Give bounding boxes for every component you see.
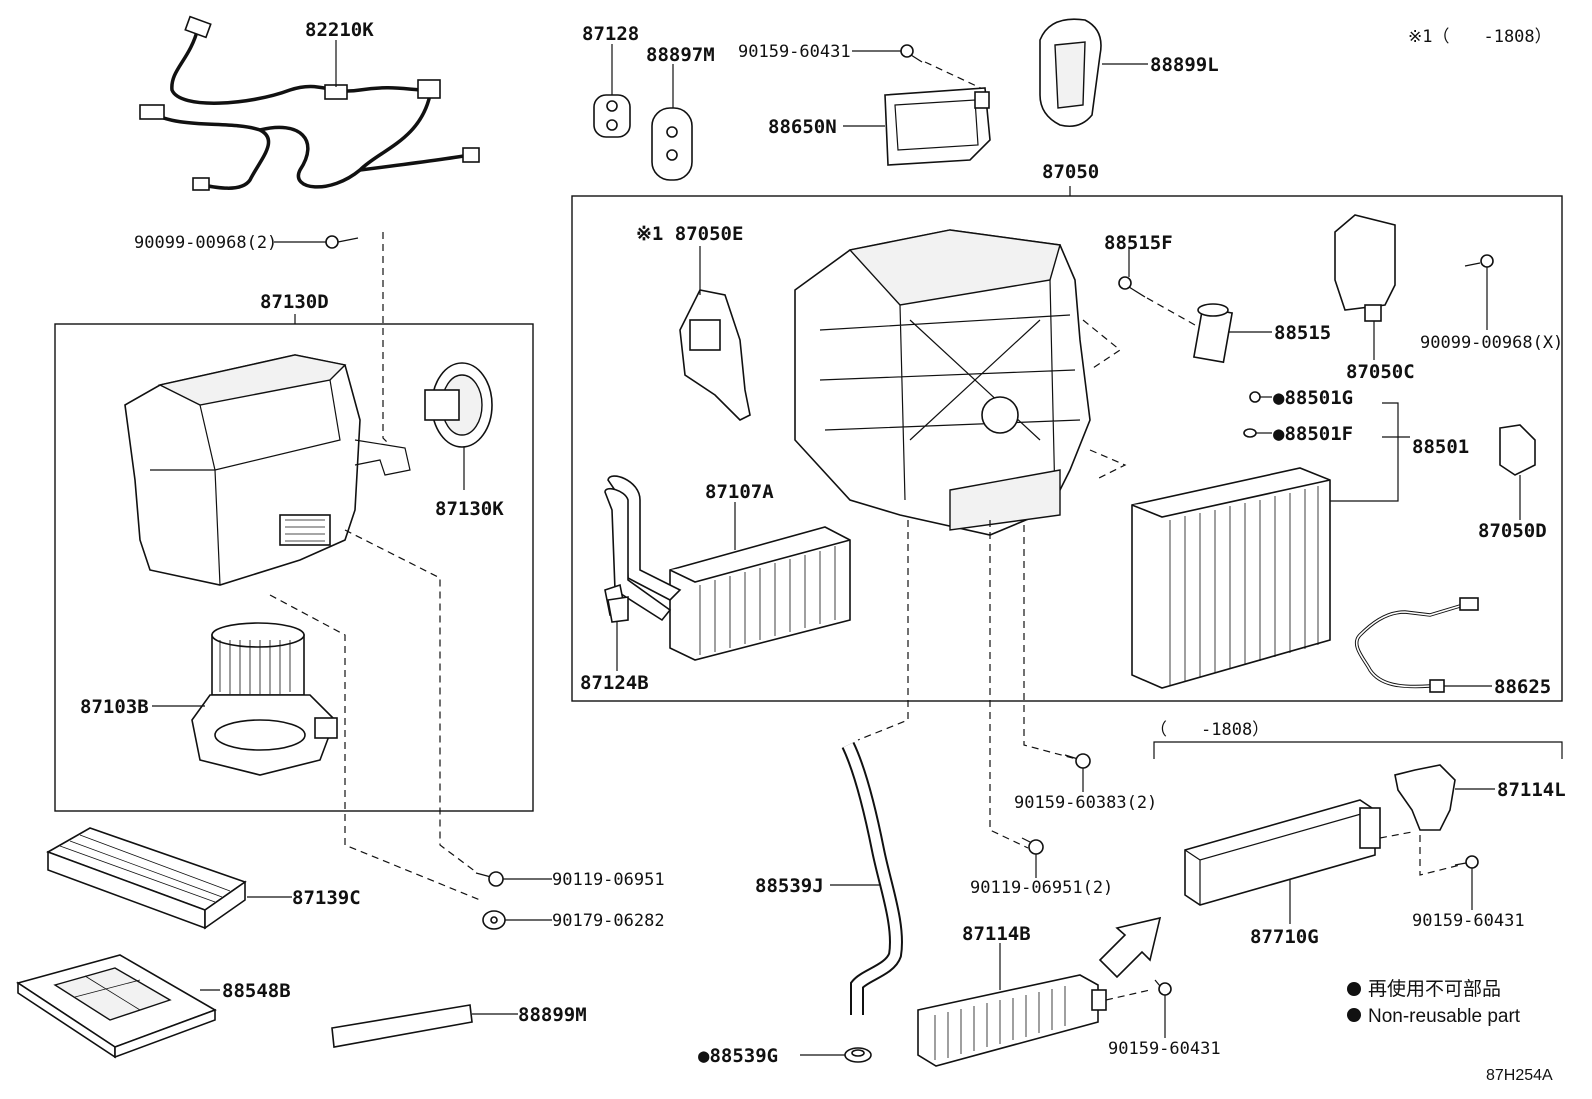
note-range: （ -1808） (1150, 720, 1269, 740)
screw-icon (1064, 753, 1091, 769)
expansion-valve-88515-icon (1192, 303, 1234, 364)
bolt-icon (475, 871, 504, 887)
hvac-unit-87050-icon (794, 229, 1091, 536)
label-82210K: 82210K (305, 19, 374, 41)
group-box-87130D (54, 323, 534, 812)
drain-hose-88539J-icon (841, 741, 903, 1015)
label-87130D: 87130D (260, 291, 329, 313)
o-ring-icon (1249, 391, 1261, 403)
clip-87124B-icon (604, 583, 629, 623)
blower-case-87130D-icon (124, 354, 411, 586)
grommet-88897M-icon (651, 107, 693, 181)
label-88548B: 88548B (222, 980, 291, 1002)
label-87114B: 87114B (962, 923, 1031, 945)
label-87130K: 87130K (435, 498, 504, 520)
heater-core-87107A-icon (604, 475, 851, 661)
screw-icon (1118, 276, 1146, 298)
label-88515: 88515 (1274, 322, 1331, 344)
label-88650N: 88650N (768, 116, 837, 138)
label-87103B: 87103B (80, 696, 149, 718)
washer-icon (482, 910, 506, 930)
label-88501: 88501 (1412, 436, 1469, 458)
label-88897M: 88897M (646, 44, 715, 66)
non-reusable-bullet-icon (1347, 1008, 1361, 1022)
label-88501F: ●88501F (1273, 423, 1353, 445)
label-87050D: 87050D (1478, 520, 1547, 542)
legend-jp: 再使用不可部品 (1368, 978, 1501, 1000)
group-box-87050 (571, 195, 1563, 702)
range-bracket (1153, 741, 1563, 759)
label-90179-06282: 90179-06282 (552, 911, 665, 931)
sensor-88625-icon (1354, 597, 1479, 693)
grommet-87128-icon (593, 94, 631, 138)
blower-motor-87103B-icon (191, 622, 338, 776)
label-87114L: 87114L (1497, 779, 1566, 801)
label-90159-60383-2: 90159-60383(2) (1014, 793, 1157, 813)
label-90099-00968-2: 90099-00968(2) (134, 233, 277, 253)
note-top-right: ※1（ -1808） (1408, 27, 1552, 47)
evaporator-88501-icon (1131, 467, 1331, 689)
screw-icon (1464, 254, 1494, 268)
label-88899L: 88899L (1150, 54, 1219, 76)
filter-tray-88548B-icon (16, 954, 217, 1059)
actuator-87050D-icon (1499, 424, 1536, 476)
label-88501G: ●88501G (1273, 387, 1353, 409)
label-88539J: 88539J (755, 875, 824, 897)
legend-en: Non-reusable part (1368, 1006, 1521, 1027)
screw-icon (1154, 979, 1172, 996)
label-87050E: ※1 87050E (636, 223, 743, 245)
label-87050C: 87050C (1346, 361, 1415, 383)
damper-87130K-icon (424, 362, 493, 448)
label-90159-60431-right: 90159-60431 (1412, 911, 1525, 931)
heater-87710G-icon (1184, 799, 1381, 906)
label-88625: 88625 (1494, 676, 1551, 698)
label-87050: 87050 (1042, 161, 1099, 183)
ecu-88650N-icon (884, 87, 991, 166)
label-88515F: 88515F (1104, 232, 1173, 254)
label-90119-06951-2: 90119-06951(2) (970, 878, 1113, 898)
label-87124B: 87124B (580, 672, 649, 694)
label-90159-60431-bottom: 90159-60431 (1108, 1039, 1221, 1059)
cover-88899L-icon (1039, 18, 1102, 128)
o-ring-icon (1243, 428, 1257, 438)
label-87710G: 87710G (1250, 926, 1319, 948)
label-90099-00968-X: 90099-00968(X) (1420, 333, 1563, 353)
wire-harness-82210K-icon (139, 15, 480, 191)
seal-strip-88899M-icon (331, 1004, 473, 1048)
label-88539G: ●88539G (698, 1045, 778, 1067)
label-90159-60431-top: 90159-60431 (738, 42, 851, 62)
actuator-87050C-icon (1334, 214, 1396, 322)
bolt-icon (1021, 837, 1044, 855)
air-filter-87139C-icon (46, 827, 247, 930)
label-87139C: 87139C (292, 887, 361, 909)
label-87107A: 87107A (705, 481, 774, 503)
label-88899M: 88899M (518, 1004, 587, 1026)
non-reusable-bullet-icon (1347, 982, 1361, 996)
bracket-87114L-icon (1394, 764, 1456, 831)
screw-icon (900, 44, 923, 63)
screw-icon (1454, 855, 1479, 869)
direction-arrow-icon (1098, 916, 1162, 979)
label-87128: 87128 (582, 23, 639, 45)
grommet-88539G-icon (844, 1047, 872, 1063)
actuator-87050E-icon (679, 289, 751, 421)
label-90119-06951: 90119-06951 (552, 870, 665, 890)
ptc-heater-87114B-icon (917, 974, 1107, 1067)
diagram-code: 87H254A (1486, 1067, 1553, 1084)
screw-icon (325, 235, 359, 249)
